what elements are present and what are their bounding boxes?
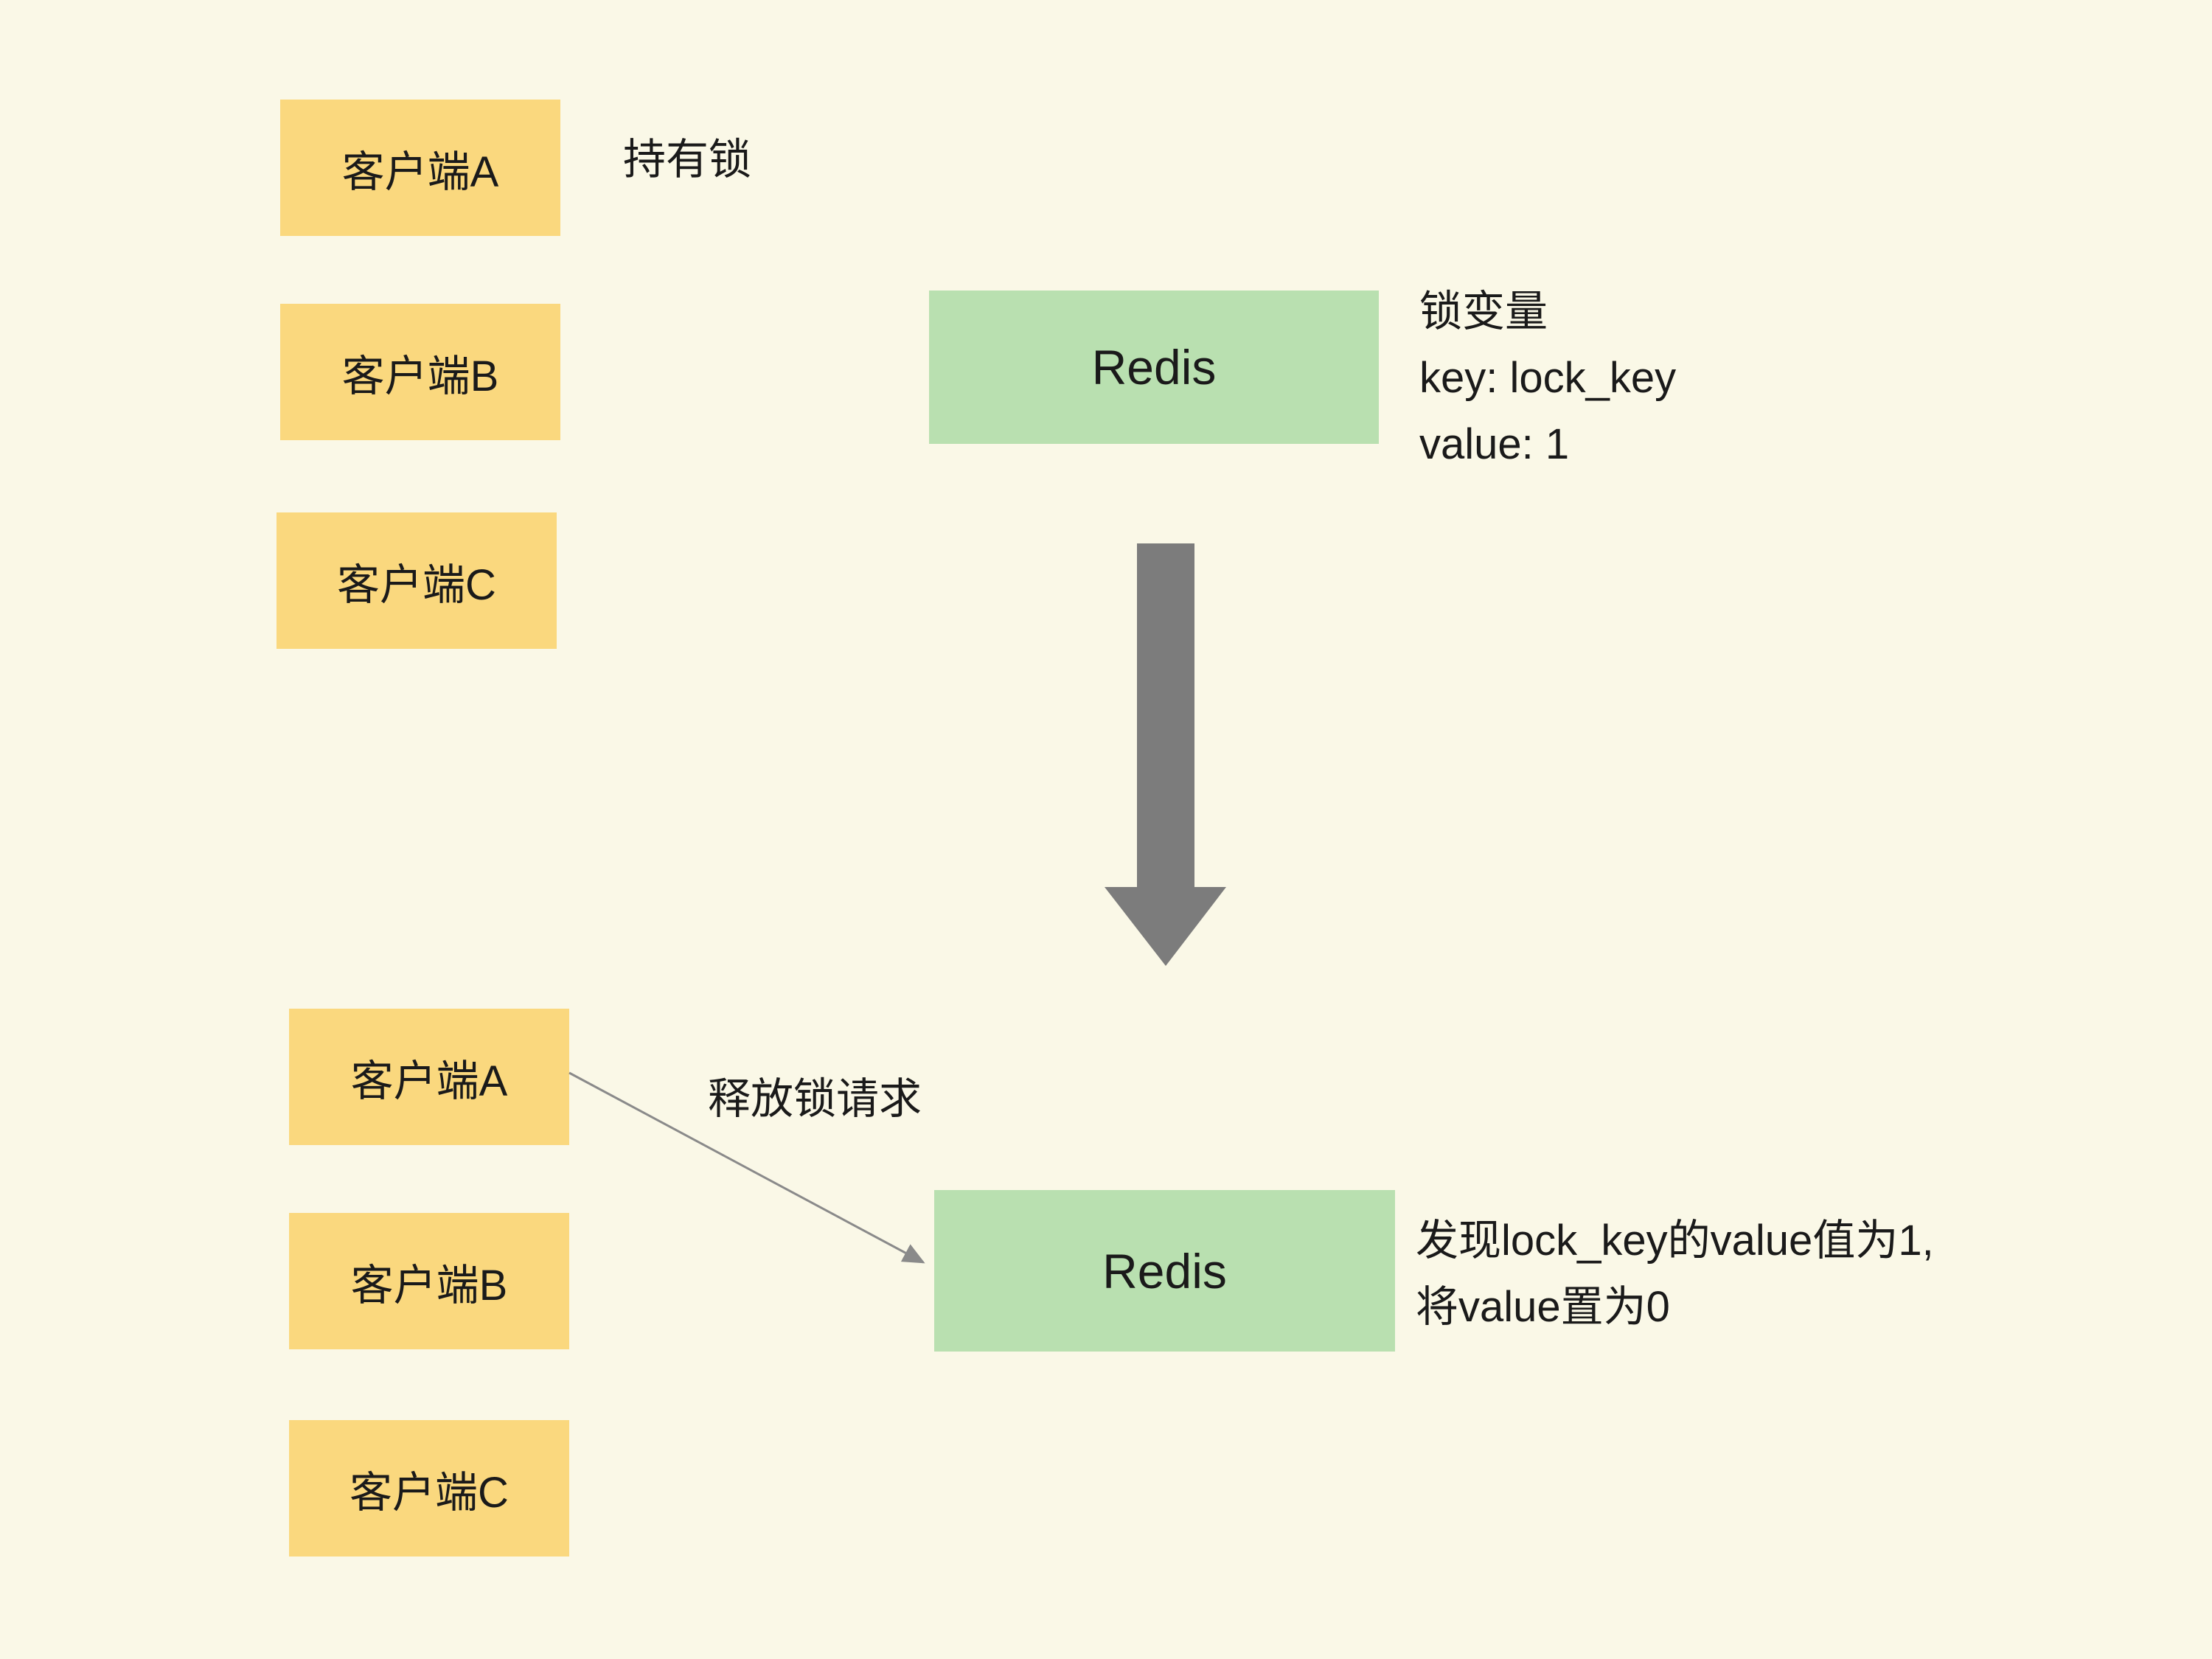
client-c-label-bottom: 客户端C [349, 1468, 509, 1517]
flow-down-arrow-icon [1105, 543, 1226, 966]
redis-label-top: Redis [1091, 340, 1217, 394]
lock-variable-key: key: lock_key [1419, 353, 1677, 402]
result-line-2: 将value置为0 [1416, 1282, 1670, 1331]
redis-box-bottom: Redis [934, 1190, 1395, 1352]
result-annotation: 发现lock_key的value值为1, 将value置为0 [1416, 1208, 1934, 1340]
release-request-label: 释放锁请求 [708, 1075, 922, 1123]
client-b-label-top: 客户端B [341, 352, 499, 400]
client-c-box-bottom: 客户端C [289, 1420, 569, 1557]
client-a-box-top: 客户端A [280, 100, 560, 236]
client-c-box-top: 客户端C [276, 512, 557, 649]
holds-lock-label: 持有锁 [623, 136, 752, 184]
redis-box-top: Redis [929, 291, 1379, 444]
client-a-box-bottom: 客户端A [289, 1009, 569, 1145]
result-line-1: 发现lock_key的value值为1, [1416, 1217, 1934, 1265]
client-b-box-bottom: 客户端B [289, 1213, 569, 1349]
lock-variable-annotation: 锁变量 key: lock_key value: 1 [1419, 279, 1676, 478]
lock-variable-title: 锁变量 [1419, 288, 1548, 335]
lock-variable-value: value: 1 [1419, 420, 1570, 468]
client-a-label-top: 客户端A [341, 147, 499, 196]
client-a-label-bottom: 客户端A [350, 1057, 508, 1105]
redis-label-bottom: Redis [1102, 1243, 1227, 1298]
client-b-label-bottom: 客户端B [350, 1261, 508, 1310]
client-b-box-top: 客户端B [280, 304, 560, 440]
client-c-label-top: 客户端C [337, 560, 496, 609]
